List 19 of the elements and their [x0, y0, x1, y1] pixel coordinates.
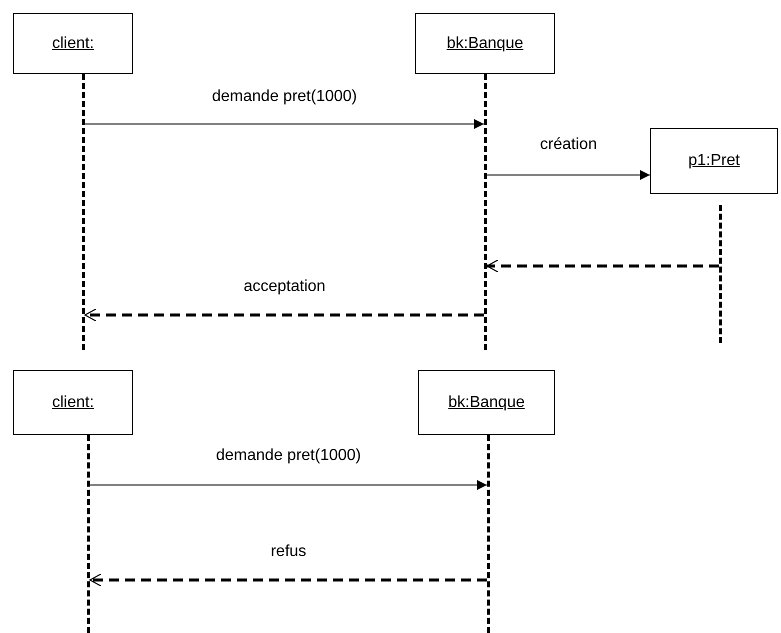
lifeline	[87, 435, 90, 633]
edge-label: demande pret(1000)	[212, 88, 357, 106]
object-box: p1:Pret	[650, 128, 778, 194]
object-box: bk:Banque	[418, 370, 555, 435]
message-arrow	[486, 170, 650, 180]
return-message-arrow	[84, 308, 484, 322]
lifeline	[82, 74, 85, 350]
object-box: client:	[13, 370, 133, 435]
return-message-arrow	[486, 259, 719, 273]
object-box: bk:Banque	[415, 13, 555, 74]
return-message-arrow	[89, 573, 487, 587]
message-arrow	[90, 480, 488, 490]
lifeline	[719, 205, 722, 343]
lifeline	[484, 74, 487, 350]
object-box: client:	[13, 13, 133, 74]
lifeline	[487, 435, 490, 633]
edge-label: demande pret(1000)	[216, 447, 361, 465]
message-arrow	[84, 119, 484, 129]
edge-label: acceptation	[244, 278, 326, 296]
